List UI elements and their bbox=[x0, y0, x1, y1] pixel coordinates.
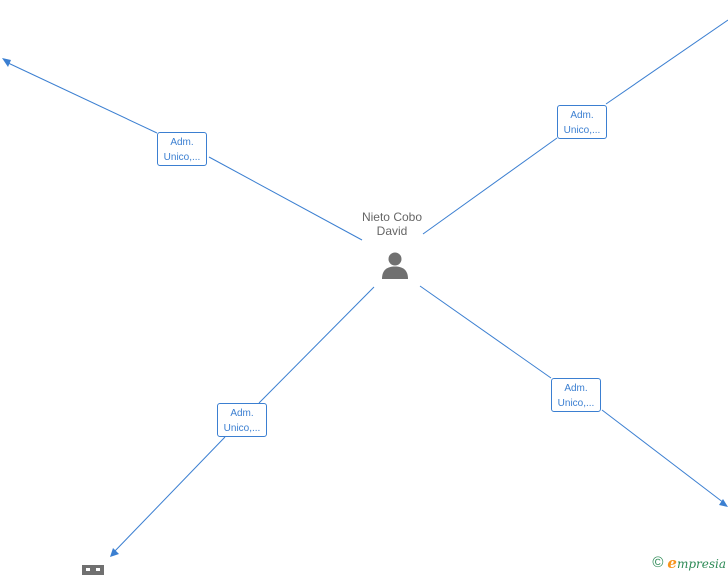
edge-bottom-left bbox=[110, 286, 375, 557]
edge-line-bottom-left bbox=[258, 286, 375, 404]
edge-label-bottom-left[interactable]: Adm. Unico,... bbox=[217, 403, 267, 437]
edge-label-detail: Unico,... bbox=[557, 398, 595, 409]
person-icon[interactable] bbox=[380, 250, 410, 280]
edge-label-role: Adm. bbox=[230, 408, 254, 419]
edge-label-role: Adm. bbox=[564, 383, 588, 394]
building-icon[interactable] bbox=[80, 564, 106, 575]
edge-top-right bbox=[422, 19, 728, 235]
edge-label-role: Adm. bbox=[570, 110, 594, 121]
brand-logo: empresia bbox=[667, 553, 726, 574]
edge-label-top-right[interactable]: Adm. Unico,... bbox=[557, 105, 607, 139]
brand-initial: e bbox=[667, 553, 677, 572]
copyright-icon: © bbox=[652, 554, 664, 571]
person-name-line1: Nieto Cobo bbox=[361, 210, 423, 224]
arrow-head-bottom-left bbox=[110, 548, 119, 557]
arrow-head-top-left bbox=[2, 58, 11, 67]
edge-label-bottom-right[interactable]: Adm. Unico,... bbox=[551, 378, 601, 412]
edge-line-top-right bbox=[422, 137, 558, 235]
edge-line-bottom-left-outer bbox=[113, 436, 226, 553]
edge-label-role: Adm. bbox=[170, 137, 194, 148]
edge-label-detail: Unico,... bbox=[223, 423, 261, 434]
edge-line-top-left-outer bbox=[5, 61, 158, 134]
arrow-head-bottom-right bbox=[719, 499, 728, 507]
edge-line-top-left bbox=[208, 156, 363, 241]
edge-line-top-right-outer bbox=[605, 19, 728, 105]
brand-watermark: © empresia bbox=[652, 553, 726, 573]
person-name-line2: David bbox=[376, 224, 408, 238]
edge-label-detail: Unico,... bbox=[163, 152, 201, 163]
brand-name-text: mpresia bbox=[676, 556, 726, 571]
edge-bottom-right bbox=[419, 285, 728, 507]
edge-label-detail: Unico,... bbox=[563, 125, 601, 136]
person-node-name[interactable]: Nieto Cobo David bbox=[352, 210, 432, 238]
edge-top-left bbox=[2, 58, 363, 241]
edge-line-bottom-right-outer bbox=[601, 409, 725, 504]
edge-label-top-left[interactable]: Adm. Unico,... bbox=[157, 132, 207, 166]
edge-line-bottom-right bbox=[419, 285, 552, 379]
